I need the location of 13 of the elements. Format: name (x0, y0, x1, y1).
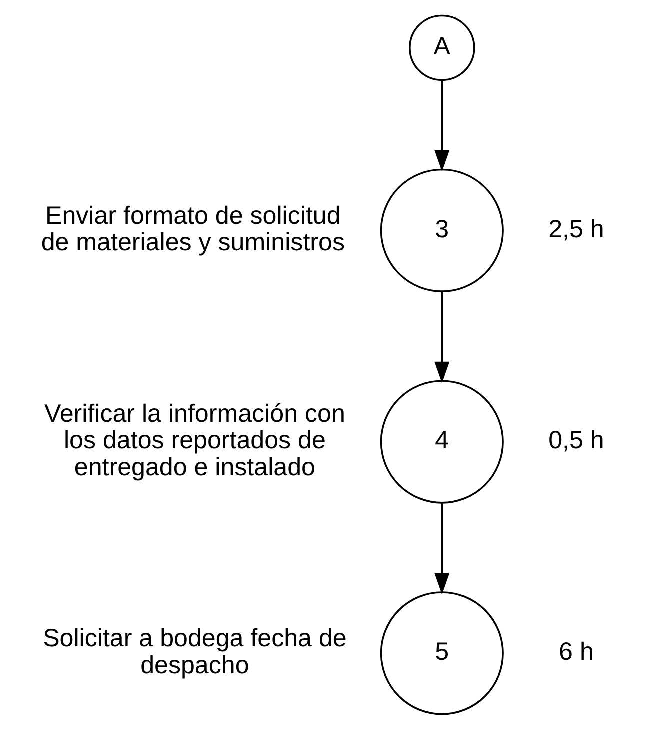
arrow (434, 292, 450, 384)
node-label: 6 h (558, 638, 594, 666)
node-label: Enviar formato de solicitud de materiales y suministros (40, 202, 344, 257)
node-circle: 5 (380, 592, 504, 716)
node-label: 0,5 h (548, 426, 604, 455)
node-circle: A (408, 14, 475, 82)
node-circle: 4 (380, 380, 504, 504)
node-circle: 3 (380, 168, 504, 292)
arrow (434, 503, 450, 595)
node-label: 2,5 h (548, 215, 604, 244)
node-label: Verificar la información con los datos reportados de entregado e instalado (44, 400, 345, 482)
arrow (434, 80, 450, 172)
node-label: Solicitar a bodega fecha de despacho (42, 624, 346, 680)
